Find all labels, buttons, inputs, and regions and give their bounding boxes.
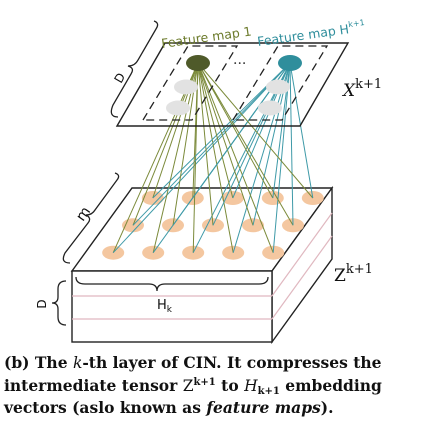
- x-tensor-plane: [115, 42, 350, 127]
- hk-label: Hk: [157, 298, 173, 315]
- feature-map-h-node: [278, 55, 302, 71]
- m-side-label: m: [73, 204, 94, 224]
- x-grey-node: [174, 79, 198, 95]
- connection-line: [197, 62, 214, 226]
- connection-line: [192, 62, 291, 253]
- connection-line: [197, 62, 254, 226]
- connection-line: [272, 62, 291, 253]
- connection-line: [197, 62, 274, 253]
- connection-line: [112, 62, 291, 254]
- connection-line: [132, 62, 291, 226]
- x-grey-node: [166, 100, 190, 116]
- x-plane: [115, 42, 350, 127]
- connection-line: [197, 62, 234, 253]
- d-top-brace: [110, 20, 159, 118]
- z-node: [262, 245, 285, 260]
- feature-map-h-dashed-box: [231, 45, 329, 121]
- z-node: [182, 245, 205, 260]
- connection-line: [112, 62, 199, 253]
- feature-map-1-node: [186, 55, 210, 71]
- x-grey-node: [266, 79, 290, 95]
- connection-line: [197, 62, 234, 199]
- connection-line: [197, 62, 274, 199]
- hk-brace: [75, 276, 269, 292]
- figure-caption: (b) The k-th layer of CIN. It compresses…: [4, 353, 382, 417]
- z-node: [222, 245, 245, 260]
- z-box-slab-lines: [72, 212, 333, 320]
- connection-line: [289, 62, 294, 226]
- x-tensor-label: Xk+1: [341, 77, 382, 101]
- x-inactive-nodes: [166, 79, 290, 116]
- connection-line: [197, 62, 314, 199]
- m-side-brace: [62, 172, 120, 264]
- connection-line: [197, 62, 294, 226]
- connection-line: [289, 62, 314, 199]
- d-side-brace: [51, 280, 67, 326]
- feature-map-1-label: Feature map 1: [160, 23, 252, 51]
- x-grey-node: [258, 100, 282, 116]
- connection-line: [152, 62, 199, 253]
- feature-map-h-label: Feature map Hk+1: [256, 18, 366, 49]
- z-node: [102, 245, 125, 260]
- cin-layer-diagram: Feature map 1 Feature map Hk+1 ... Xk+1 …: [35, 18, 382, 345]
- z-tensor-label: Zk+1: [334, 262, 373, 286]
- d-side-label: D: [35, 299, 49, 308]
- ellipsis-label: ...: [233, 52, 246, 68]
- z-tensor-box: [70, 185, 334, 345]
- feature-map-1-dashed-box: [141, 45, 239, 121]
- connection-line: [232, 62, 291, 253]
- z-node: [142, 245, 165, 260]
- z-box-front-face: [71, 270, 273, 343]
